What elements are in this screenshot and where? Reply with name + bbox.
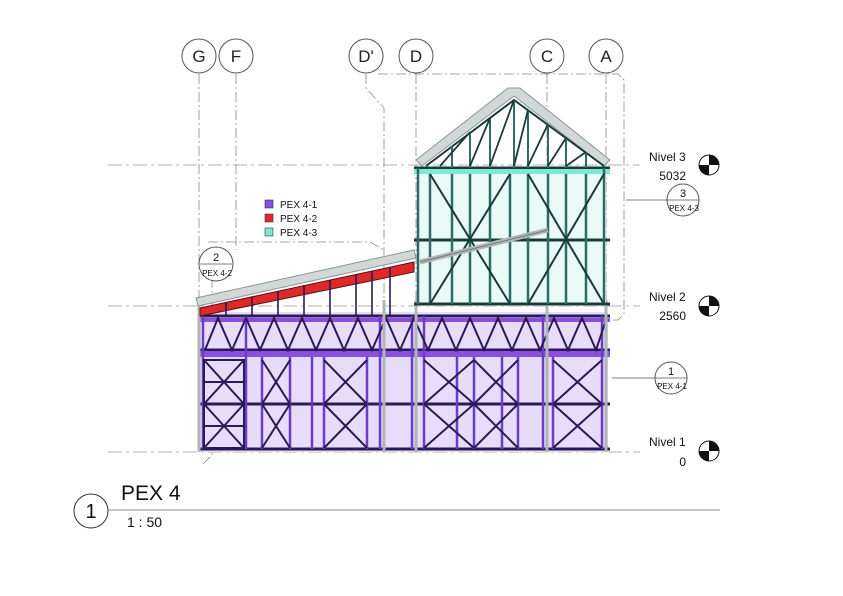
legend-label: PEX 4-3 [280,228,318,239]
level-name: Nivel 2 [649,290,686,304]
level-markers: Nivel 3 5032 Nivel 2 2560 Nivel 1 0 [649,150,720,469]
level-target-icon [698,154,720,176]
callout-number: 3 [680,188,686,200]
level-elevation: 0 [679,455,686,469]
level-name: Nivel 3 [649,150,686,164]
level-nivel-2: Nivel 2 2560 [649,290,720,323]
legend-label: PEX 4-2 [280,214,318,225]
grid-bubble-d-prime: D' [348,38,384,74]
level-name: Nivel 1 [649,435,686,449]
gable-roof [415,87,611,168]
grid-label-d-prime: D' [358,47,374,66]
callout-pex-4-3[interactable]: 3 PEX 4-3 [626,183,700,217]
view-title-text: PEX 4 [121,482,181,505]
level-elevation: 5032 [659,169,686,183]
callout-number: 2 [213,252,219,264]
view-scale: 1 : 50 [127,514,162,530]
grid-bubbles: G F D' D C A [181,38,624,74]
section-callouts: 2 PEX 4-2 3 PEX 4-3 1 PEX 4-1 [198,183,700,395]
pex-4-2-frame [195,249,417,317]
grid-label-f: F [231,47,241,66]
grid-label-a: A [600,47,612,66]
grid-label-c: C [541,47,553,66]
callout-ref: PEX 4-3 [669,204,699,213]
legend-item-pex-4-1: PEX 4-1 [264,199,318,211]
level-nivel-1: Nivel 1 0 [649,435,720,469]
callout-pex-4-1[interactable]: 1 PEX 4-1 [612,361,688,395]
grid-bubble-c: C [529,38,565,74]
legend-label: PEX 4-1 [280,200,318,211]
level-target-icon [698,295,720,317]
callout-ref: PEX 4-2 [202,269,232,278]
legend-item-pex-4-2: PEX 4-2 [264,213,318,225]
callout-pex-4-2[interactable]: 2 PEX 4-2 [198,246,234,282]
level-nivel-3: Nivel 3 5032 [649,150,720,183]
callout-number: 1 [668,366,674,378]
legend: PEX 4-1 PEX 4-2 PEX 4-3 [264,199,318,239]
view-title: 1 PEX 4 1 : 50 [73,482,720,530]
pex-4-3-frame [414,166,610,306]
grid-bubble-d: D [398,38,434,74]
grid-label-d: D [410,47,422,66]
grid-bubble-g: G [181,38,217,74]
legend-item-pex-4-3: PEX 4-3 [264,227,318,239]
view-number: 1 [85,501,96,523]
level-target-icon [698,440,720,462]
level-elevation: 2560 [659,309,686,323]
pex-4-1-frame [197,300,610,452]
grid-bubble-a: A [588,38,624,74]
grid-label-g: G [192,47,205,66]
grid-bubble-f: F [218,38,254,74]
callout-ref: PEX 4-1 [657,382,687,391]
